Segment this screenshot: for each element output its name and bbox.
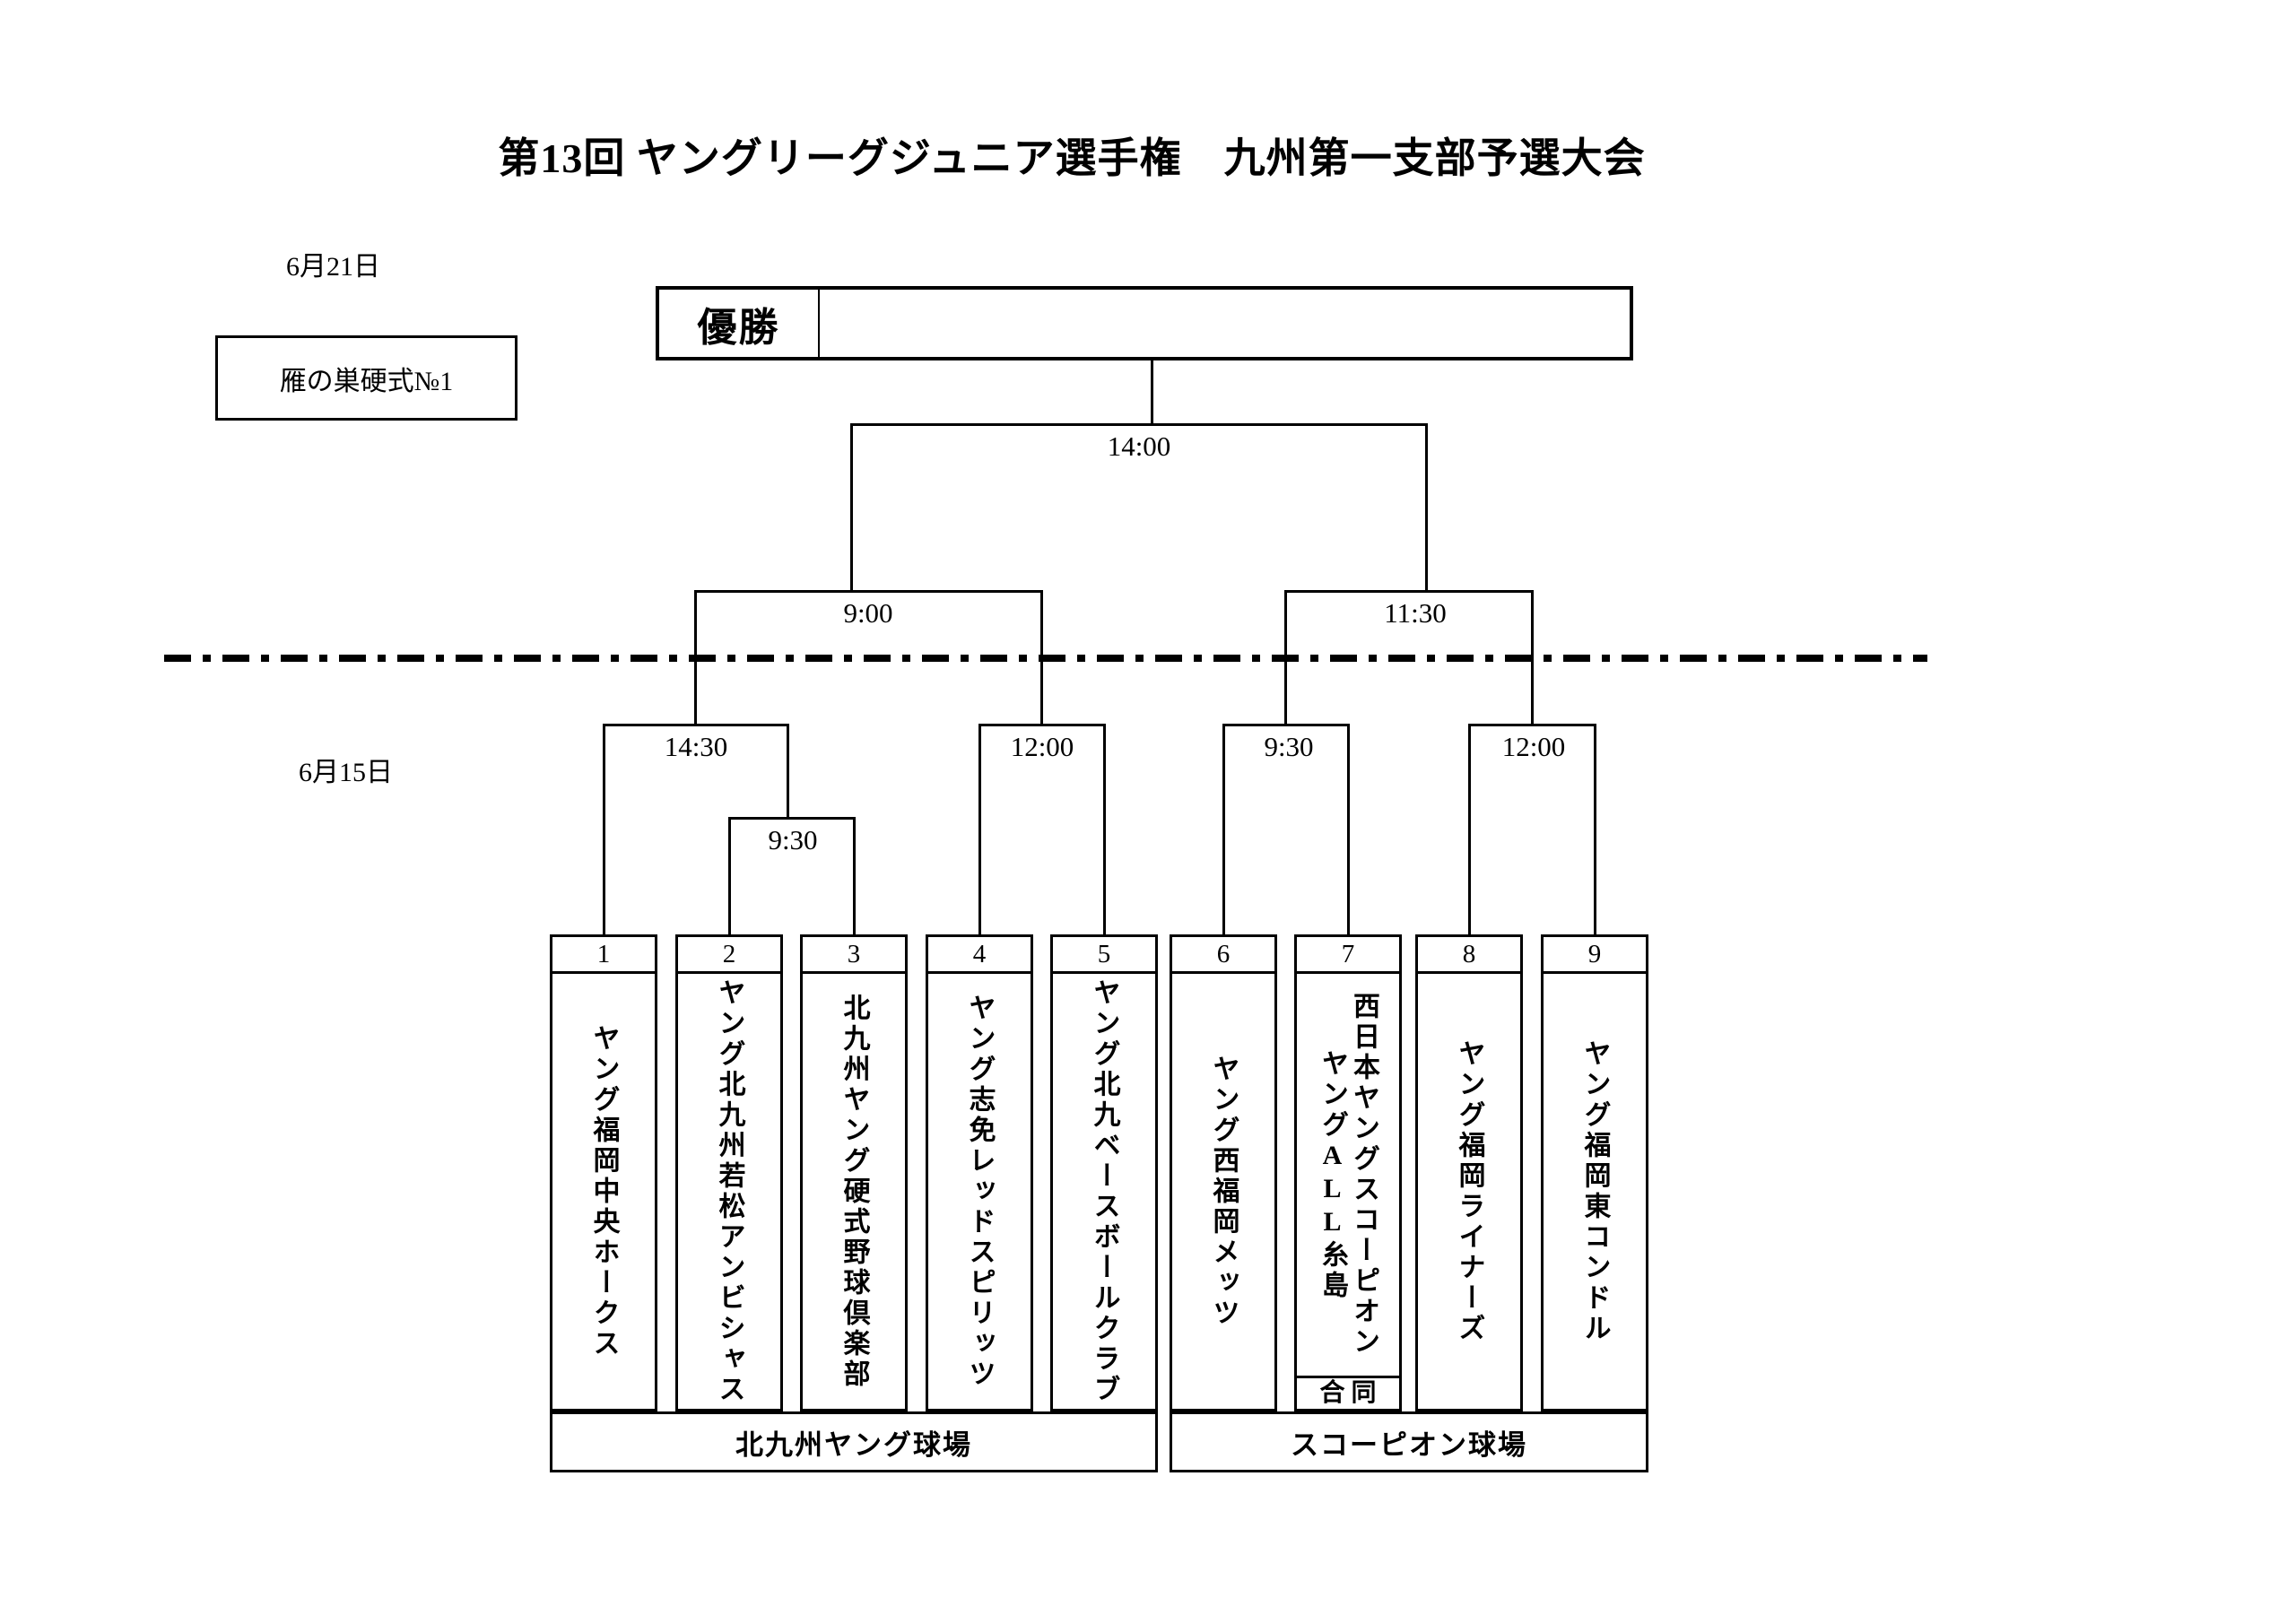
bracket-line [1040, 590, 1043, 725]
bracket-line [1425, 423, 1428, 591]
team-number: 3 [803, 937, 905, 974]
team-name-part: ヤング [1318, 1048, 1347, 1141]
joint-team-label: 合 同 [1297, 1376, 1399, 1409]
venue-name: スコーピオン球場 [1291, 1429, 1527, 1461]
date-first-day: 6月15日 [299, 758, 393, 787]
bracket-line-to-team-5 [1103, 724, 1106, 934]
team-number: 8 [1418, 937, 1520, 974]
team-number: 4 [928, 937, 1031, 974]
time-qf-left-1: 14:30 [664, 731, 728, 762]
time-semi-right: 11:30 [1384, 597, 1447, 629]
team-number: 5 [1053, 937, 1155, 974]
team-name: ヤング福岡中央ホークス [588, 1023, 619, 1359]
team-name: ヤング北九州若松アンビシャス [714, 977, 744, 1405]
team-number: 7 [1297, 937, 1399, 974]
team-name: ヤング福岡東コンドル [1579, 1038, 1610, 1344]
team-name-part: 糸島 [1318, 1239, 1347, 1301]
team-name: 北九州ヤング硬式野球倶楽部 [839, 993, 869, 1390]
bracket-line-to-team-3 [853, 817, 856, 934]
bracket-line-first-round [728, 817, 856, 820]
champion-label: 優勝 [659, 290, 820, 357]
time-final: 14:00 [1107, 430, 1171, 462]
field-note-label: 雁の巣硬式№1 [279, 366, 454, 396]
bracket-line-qf2 [978, 724, 1106, 726]
bracket-line-semi-left [694, 590, 1043, 593]
team-number: 1 [552, 937, 655, 974]
bracket-line-to-team-4 [978, 724, 981, 934]
date-final-day: 6月21日 [286, 252, 380, 282]
team-box-5: 5 ヤング北九ベースボールクラブ [1050, 934, 1158, 1411]
team-name: ヤング西福岡メッツ [1208, 1054, 1239, 1329]
venue-box-right: スコーピオン球場 [1170, 1411, 1648, 1472]
bracket-line [850, 423, 853, 591]
bracket-line-to-team-8 [1468, 724, 1471, 934]
team-box-8: 8 ヤング福岡ライナーズ [1415, 934, 1523, 1411]
team-box-4: 4 ヤング志免レッドスピリッツ [926, 934, 1033, 1411]
team-box-6: 6 ヤング西福岡メッツ [1170, 934, 1277, 1411]
team-number: 6 [1172, 937, 1274, 974]
team-box-3: 3 北九州ヤング硬式野球倶楽部 [800, 934, 908, 1411]
team-name-latin-part: ALL [1318, 1140, 1347, 1240]
bracket-line [787, 724, 789, 818]
team-name: 西日本ヤングスコーピオン [1349, 992, 1378, 1358]
team-box-7: 7 西日本ヤングスコーピオン ヤングALL糸島 合 同 [1294, 934, 1402, 1411]
team-name: ヤング北九ベースボールクラブ [1089, 977, 1119, 1405]
team-name-second: ヤングALL糸島 [1318, 1049, 1347, 1301]
bracket-line-qf1 [603, 724, 789, 726]
page-title: 第13回 ヤングリーグジュニア選手権 九州第一支部予選大会 [498, 135, 1646, 181]
bracket-line [694, 590, 697, 725]
team-number: 9 [1544, 937, 1646, 974]
bracket-line-to-team-7 [1347, 724, 1350, 934]
day-divider-line [164, 655, 1927, 662]
team-name: ヤング志免レッドスピリッツ [964, 993, 995, 1390]
time-qf-left-2: 12:00 [1010, 731, 1074, 762]
field-note-box: 雁の巣硬式№1 [215, 335, 517, 421]
venue-name: 北九州ヤング球場 [735, 1429, 972, 1461]
bracket-line-to-team-6 [1222, 724, 1225, 934]
team-box-1: 1 ヤング福岡中央ホークス [550, 934, 657, 1411]
time-qf-right-1: 9:30 [1264, 731, 1314, 762]
team-number: 2 [678, 937, 780, 974]
team-name: ヤング福岡ライナーズ [1454, 1038, 1484, 1344]
team-box-9: 9 ヤング福岡東コンドル [1541, 934, 1648, 1411]
champion-box: 優勝 [656, 286, 1633, 360]
team-box-2: 2 ヤング北九州若松アンビシャス [675, 934, 783, 1411]
bracket-line-to-team-1 [603, 724, 605, 934]
bracket-line-qf3 [1222, 724, 1350, 726]
bracket-line-final [850, 423, 1428, 426]
venue-box-left: 北九州ヤング球場 [550, 1411, 1158, 1472]
time-qf-right-2: 12:00 [1501, 731, 1566, 762]
time-semi-left: 9:00 [843, 597, 893, 629]
champion-winner-field [822, 290, 1630, 357]
bracket-line [1531, 590, 1534, 725]
time-first-round: 9:30 [768, 824, 818, 855]
bracket-line-qf4 [1468, 724, 1596, 726]
bracket-line-semi-right [1284, 590, 1534, 593]
bracket-line [1151, 359, 1153, 424]
bracket-line-to-team-2 [728, 817, 731, 934]
bracket-line [1284, 590, 1287, 725]
bracket-line-to-team-9 [1594, 724, 1596, 934]
